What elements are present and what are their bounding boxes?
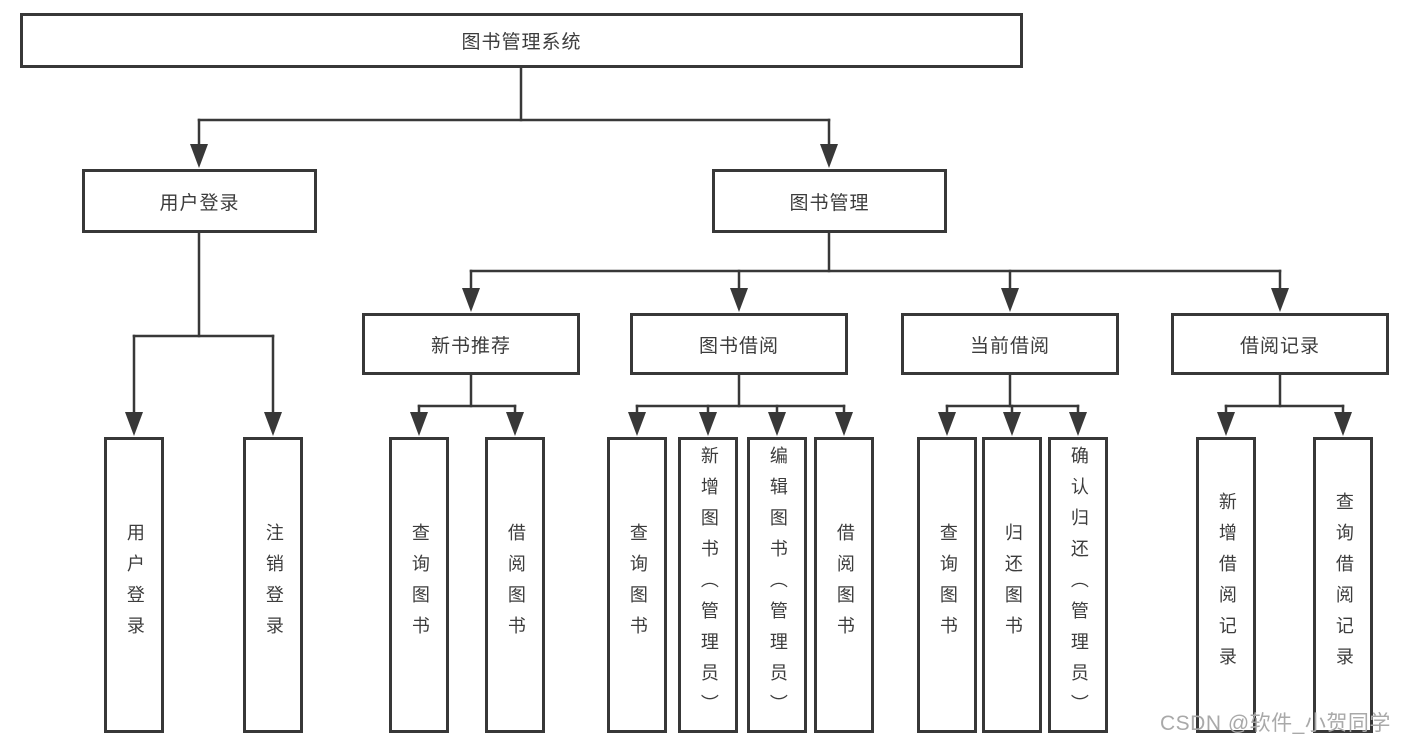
node-book-borrowing-label: 图书借阅 [698,335,779,357]
leaf-return-books: 归还图书 [982,437,1042,733]
node-user-login-label: 用户登录 [159,192,240,214]
node-new-book-recommend: 新书推荐 [362,313,580,375]
node-root-system: 图书管理系统 [20,13,1023,68]
leaf-current-query-books-label: 查询图书 [937,523,958,647]
leaf-borrowing-query-books: 查询图书 [607,437,667,733]
leaf-current-query-books: 查询图书 [917,437,977,733]
node-new-book-recommend-label: 新书推荐 [430,335,511,357]
node-root-label: 图书管理系统 [461,32,582,53]
leaf-add-books-admin-label: 新增图书（管理员） [698,445,719,725]
leaf-borrowing-query-books-label: 查询图书 [627,523,648,647]
leaf-query-borrow-record: 查询借阅记录 [1313,437,1373,733]
node-book-management: 图书管理 [712,169,947,233]
leaf-confirm-return-admin-label: 确认归还（管理员） [1068,445,1089,725]
csdn-watermark: CSDN @软件_小贺同学 [1160,712,1391,735]
leaf-edit-books-admin-label: 编辑图书（管理员） [767,445,788,725]
leaf-recommend-borrow-books-label: 借阅图书 [505,523,526,647]
leaf-confirm-return-admin: 确认归还（管理员） [1048,437,1108,733]
leaf-add-books-admin: 新增图书（管理员） [678,437,738,733]
node-borrowing-records: 借阅记录 [1171,313,1389,375]
leaf-logout: 注销登录 [243,437,303,733]
leaf-user-login-label: 用户登录 [124,523,145,647]
node-borrowing-records-label: 借阅记录 [1239,335,1320,357]
node-book-management-label: 图书管理 [789,192,870,214]
leaf-recommend-query-books: 查询图书 [389,437,449,733]
leaf-borrowing-borrow-books: 借阅图书 [814,437,874,733]
node-current-borrowing: 当前借阅 [901,313,1119,375]
leaf-recommend-borrow-books: 借阅图书 [485,437,545,733]
leaf-recommend-query-books-label: 查询图书 [409,523,430,647]
leaf-user-login: 用户登录 [104,437,164,733]
leaf-add-borrow-record-label: 新增借阅记录 [1216,492,1237,678]
leaf-logout-label: 注销登录 [263,523,284,647]
node-user-login: 用户登录 [82,169,317,233]
leaf-edit-books-admin: 编辑图书（管理员） [747,437,807,733]
leaf-query-borrow-record-label: 查询借阅记录 [1333,492,1354,678]
node-book-borrowing: 图书借阅 [630,313,848,375]
node-current-borrowing-label: 当前借阅 [969,335,1050,357]
arrowhead-icons [125,144,1352,436]
leaf-borrowing-borrow-books-label: 借阅图书 [834,523,855,647]
leaf-add-borrow-record: 新增借阅记录 [1196,437,1256,733]
leaf-return-books-label: 归还图书 [1002,523,1023,647]
